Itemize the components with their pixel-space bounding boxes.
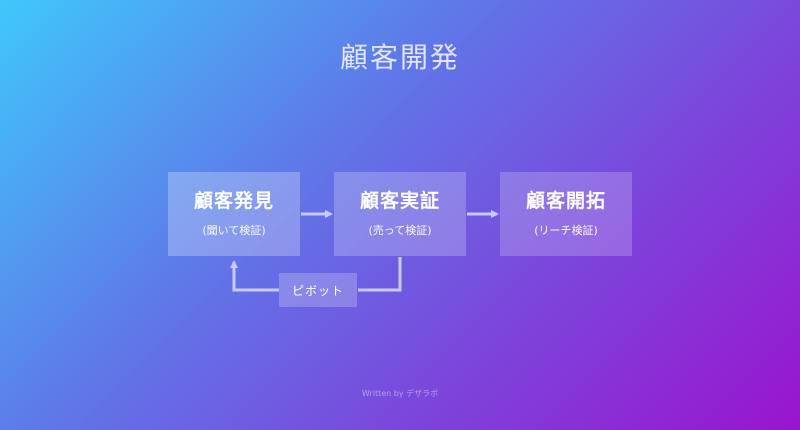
pivot-box: ピボット xyxy=(279,273,357,307)
box-sublabel: (売って検証) xyxy=(368,224,432,237)
box-label: 顧客発見 xyxy=(193,190,274,212)
box-label: 顧客開拓 xyxy=(525,190,606,212)
footer-credit: Written by デザラボ xyxy=(361,389,439,398)
box-customer-validation: 顧客実証 (売って検証) xyxy=(334,172,466,256)
box-sublabel: (聞いて検証) xyxy=(202,224,266,237)
box-customer-discovery: 顧客発見 (聞いて検証) xyxy=(168,172,300,256)
box-sublabel: (リーチ検証) xyxy=(534,224,598,237)
pivot-loop-right xyxy=(358,257,402,292)
box-label: 顧客実証 xyxy=(359,190,440,212)
diagram-title: 顧客開発 xyxy=(339,41,460,74)
pivot-loop-left xyxy=(230,260,279,292)
box-customer-creation: 顧客開拓 (リーチ検証) xyxy=(500,172,632,256)
